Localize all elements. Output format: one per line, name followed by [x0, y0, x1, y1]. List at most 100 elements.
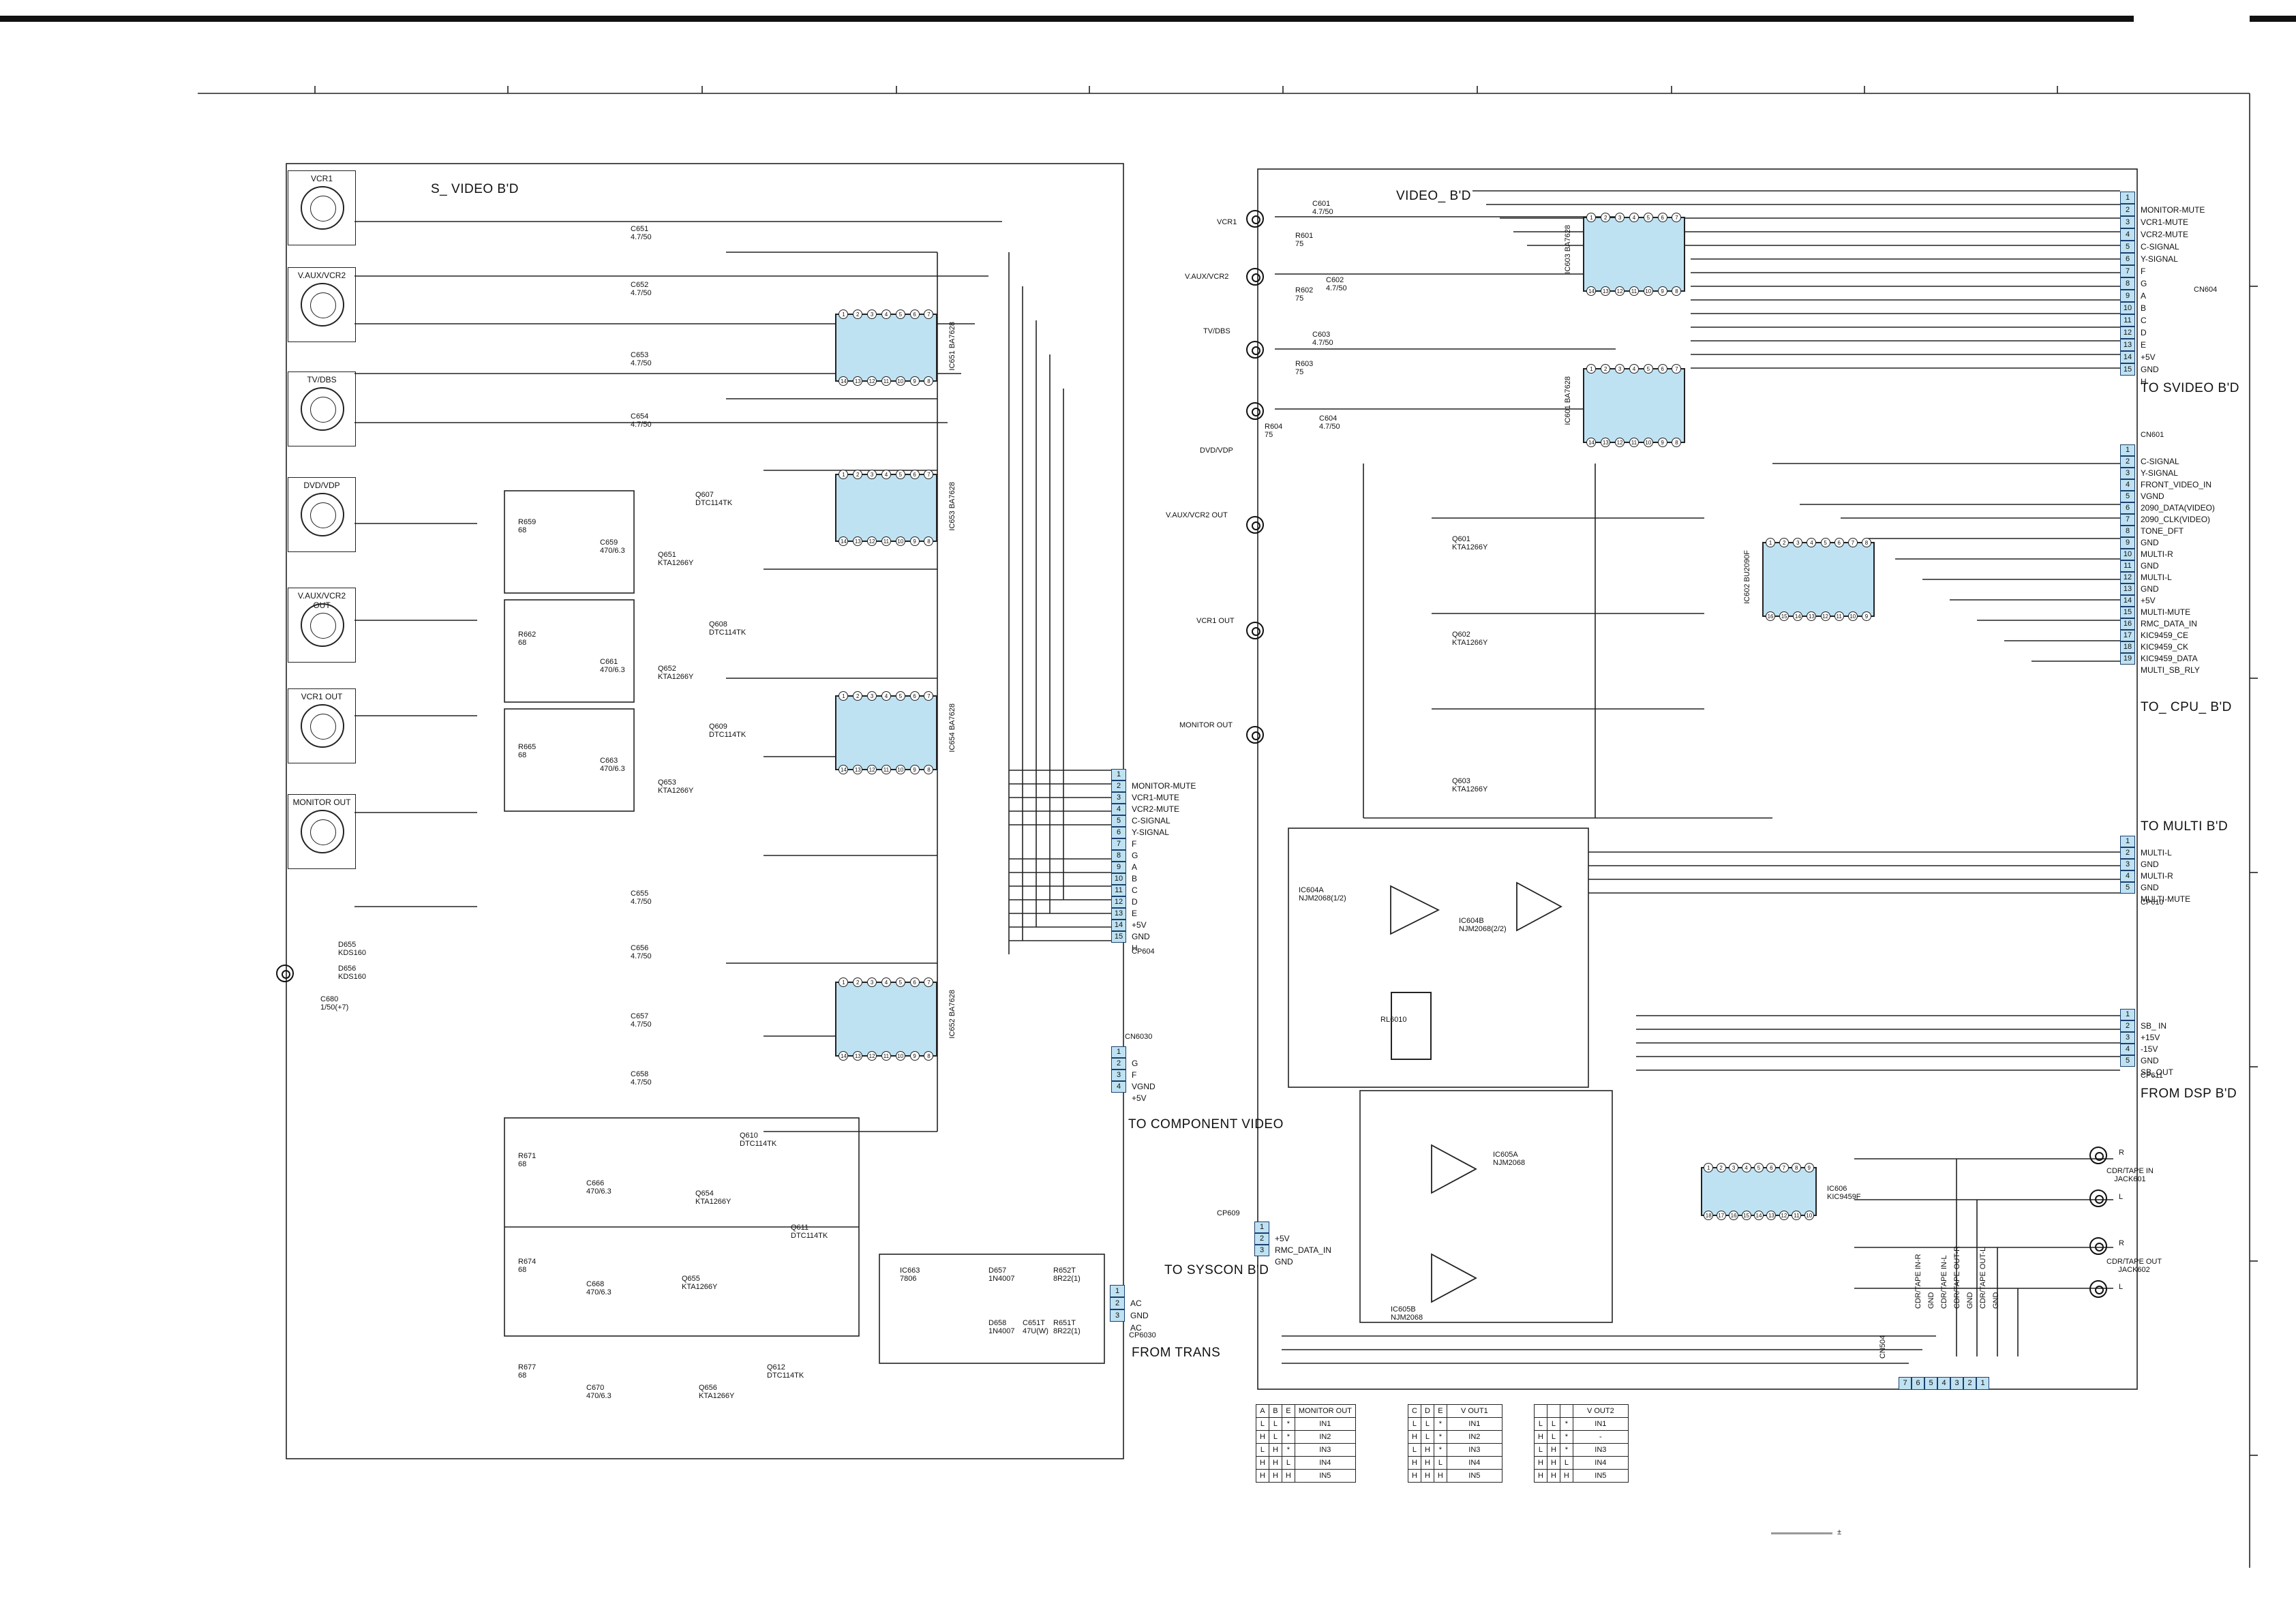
- pin-label: VCR2-MUTE: [1132, 804, 1180, 814]
- truth-table-head: [1546, 1404, 1560, 1418]
- front-video-jack: [276, 965, 294, 982]
- pin-label: D: [1132, 897, 1138, 907]
- label-to-syscon: TO SYSCON B'D: [1164, 1263, 1269, 1277]
- connector-pin: 1+5V: [1254, 1222, 1290, 1243]
- cn504-pin: 2: [1963, 1377, 1976, 1390]
- pin-label: 2090_DATA(VIDEO): [2141, 503, 2215, 513]
- pin-label: GND: [2141, 538, 2159, 547]
- pin-number: 7: [2120, 265, 2135, 277]
- pin-label: MULTI-R: [2141, 871, 2173, 881]
- truth-table-head: MONITOR OUT: [1294, 1404, 1356, 1418]
- pin-number: 5: [1111, 815, 1126, 827]
- pin-number: 17: [2120, 630, 2135, 641]
- truth-table-cell: H: [1420, 1456, 1434, 1470]
- pin-number: 3: [2120, 468, 2135, 479]
- pin-label: H: [1132, 943, 1138, 953]
- connector-pin: 13+5V: [1111, 908, 1147, 930]
- pin-label: E: [1132, 909, 1138, 918]
- video-input-dvd: DVD/VDP: [1200, 446, 1233, 455]
- pin-label: MULTI-L: [2141, 848, 2172, 858]
- video-input-vaux: V.AUX/VCR2: [1185, 273, 1229, 281]
- label-from-dsp: FROM DSP B'D: [2141, 1087, 2237, 1101]
- ic-label: IC652 BA7628: [948, 990, 956, 1039]
- jack-out-l-label: L: [2119, 1283, 2124, 1291]
- pin-label: TONE_DFT: [2141, 526, 2184, 536]
- jack-vaux-vcr2: [1246, 268, 1264, 286]
- pin-number: 4: [1111, 1081, 1126, 1093]
- pin-number: 4: [1111, 804, 1126, 815]
- truth-table-cell: L: [1433, 1456, 1447, 1470]
- ic-label: IC654 BA7628: [948, 703, 956, 753]
- truth-table-cell: *: [1559, 1417, 1573, 1431]
- din-jack-dvd-vdp: DVD/VDP: [288, 477, 356, 552]
- pin-number: 3: [1111, 792, 1126, 804]
- pin-label: MULTI-MUTE: [2141, 894, 2191, 904]
- cn504-pin: 4: [1937, 1377, 1950, 1390]
- pin-label: +5V: [2141, 352, 2156, 362]
- label-to-svideo: TO SVIDEO B'D: [2141, 381, 2239, 395]
- pin-label: G: [1132, 1059, 1138, 1068]
- jack-cdr-in-l: [2089, 1189, 2107, 1207]
- truth-table-cell: IN3: [1446, 1443, 1502, 1457]
- pin-number: 14: [1111, 920, 1126, 931]
- truth-table-cell: H: [1268, 1469, 1282, 1483]
- pin-label: +5V: [1132, 920, 1147, 930]
- din-jack-vaux-vcr2: V.AUX/VCR2: [288, 267, 356, 342]
- cn504-pin-label: CDR/TAPE OUT-R: [1953, 1245, 1961, 1309]
- pin-number: 2: [2120, 847, 2135, 859]
- din-socket: [301, 603, 344, 647]
- pin-label: KIC9459_DATA: [2141, 654, 2198, 663]
- cn504-pin: 1: [1976, 1377, 1989, 1390]
- pin-number: 7: [1111, 838, 1126, 850]
- jack-out-r-label: R: [2119, 1239, 2124, 1247]
- pin-label: C-SIGNAL: [1132, 816, 1170, 825]
- pin-label: D: [2141, 328, 2147, 337]
- pin-number: 1: [2120, 836, 2135, 847]
- top-border-bar-right: [2250, 16, 2296, 22]
- pin-number: 3: [1254, 1245, 1269, 1256]
- pin-number: 2: [2120, 204, 2135, 216]
- din-jack-vcr1-out: VCR1 OUT: [288, 688, 356, 763]
- pin-number: 9: [2120, 537, 2135, 549]
- truth-table-cell: L: [1268, 1417, 1282, 1431]
- pin-number: 10: [2120, 302, 2135, 314]
- pin-label: VCR1-MUTE: [1132, 793, 1180, 802]
- pin-number: 15: [1111, 931, 1126, 943]
